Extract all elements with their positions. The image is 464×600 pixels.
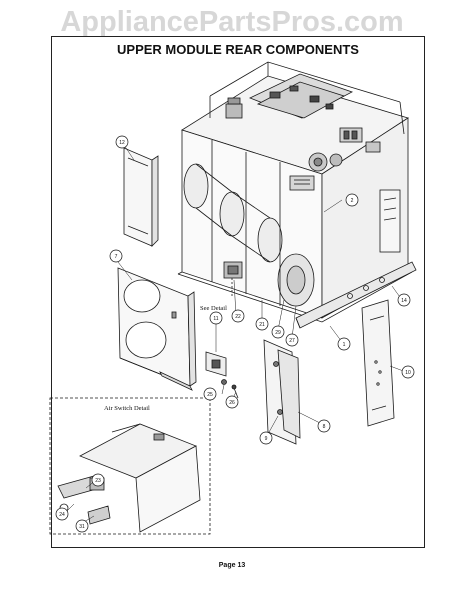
watermark: AppliancePartsPros.com [60, 6, 404, 38]
callout-14: 14 [397, 293, 411, 307]
callout-29: 29 [271, 325, 285, 339]
callout-7: 7 [109, 249, 123, 263]
diagram-frame [51, 36, 425, 548]
callout-label: 11 [213, 316, 218, 322]
leader-lines [65, 141, 407, 523]
callout-label: 27 [289, 338, 295, 344]
part-7-rear-panel [117, 267, 197, 391]
page-number: Page 13 [218, 562, 246, 569]
callout-1: 1 [337, 337, 351, 351]
see-detail-note: See Detail [200, 305, 227, 312]
callout-11: 11 [209, 311, 223, 325]
callout-label: 23 [95, 478, 101, 484]
callout-27: 27 [285, 333, 299, 347]
air-switch-detail-label: Air Switch Detail [104, 405, 150, 412]
callout-23: 23 [91, 473, 105, 487]
callout-31: 31 [75, 519, 89, 533]
callout-label: 31 [79, 524, 85, 530]
air-switch-detail-drawing [57, 423, 201, 533]
callout-label: 9 [265, 436, 268, 442]
callout-10: 10 [401, 365, 415, 379]
air-switch-detail-box [49, 397, 211, 535]
callout-label: 25 [207, 392, 213, 398]
part-8-bracket-panel [263, 339, 301, 445]
callout-label: 22 [235, 314, 241, 320]
callout-8: 8 [317, 419, 331, 433]
part-12-side-cover [123, 147, 159, 247]
callout-26: 26 [225, 395, 239, 409]
callout-label: 26 [229, 400, 235, 406]
page-title: UPPER MODULE REAR COMPONENTS [117, 42, 359, 57]
fastener-25-26 [221, 379, 239, 399]
callout-label: 14 [401, 298, 407, 304]
part-10-right-cover [361, 299, 395, 427]
callout-label: 29 [275, 330, 281, 336]
callout-label: 24 [59, 512, 65, 518]
callout-label: 21 [259, 322, 265, 328]
callout-22: 22 [231, 309, 245, 323]
callout-label: 2 [351, 198, 354, 204]
part-11-cover-plate [205, 351, 227, 377]
callout-9: 9 [259, 431, 273, 445]
callout-24: 24 [55, 507, 69, 521]
callout-21: 21 [255, 317, 269, 331]
callout-25: 25 [203, 387, 217, 401]
module-chassis [177, 61, 417, 329]
callout-12: 12 [115, 135, 129, 149]
callout-label: 8 [323, 424, 326, 430]
callout-2: 2 [345, 193, 359, 207]
callout-label: 7 [115, 254, 118, 260]
callout-label: 1 [343, 342, 346, 348]
callout-label: 12 [119, 140, 125, 146]
callout-label: 10 [405, 370, 411, 376]
